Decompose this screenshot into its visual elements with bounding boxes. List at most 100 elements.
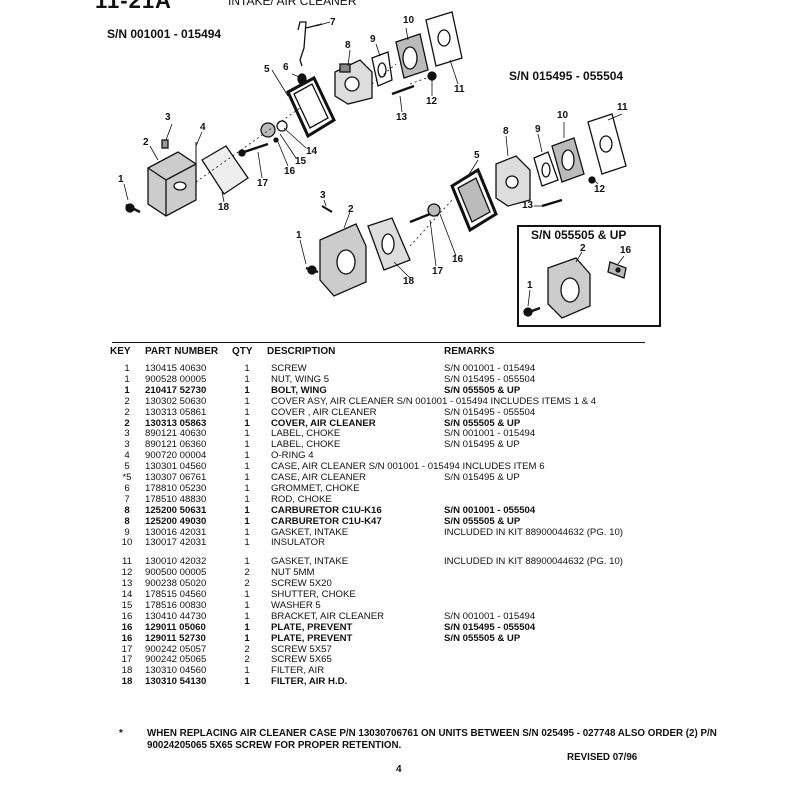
cell-description: CASE, AIR CLEANER — [271, 472, 366, 483]
cell-remarks: INCLUDED IN KIT 88900044632 (PG. 10) — [444, 526, 623, 538]
callout-label: 12 — [594, 184, 606, 195]
cell-part-number: 125200 50631 — [145, 504, 207, 516]
cell-description: CARBURETOR C1U-K16 — [271, 504, 382, 516]
cell-description: NUT 5MM — [271, 567, 315, 579]
callout-label: 2 — [580, 243, 586, 254]
cell-key: 9 — [124, 526, 130, 538]
cell-part-number: 130313 05861 — [145, 406, 207, 418]
cell-description: PLATE, PREVENT — [271, 621, 353, 633]
cell-description: GASKET, INTAKE — [271, 556, 349, 568]
cell-description: GASKET, INTAKE — [271, 526, 349, 538]
callout-label: 2 — [348, 204, 354, 215]
assembly-c-drawing — [523, 257, 627, 319]
callout-label: 13 — [522, 200, 534, 211]
cell-part-number: 130301 04560 — [145, 461, 207, 473]
cell-key: 7 — [124, 493, 130, 505]
cell-remarks: S/N 015495 & UP — [444, 439, 520, 451]
cell-qty: 1 — [244, 493, 250, 505]
cell-description: SCREW 5X20 — [271, 578, 332, 590]
cell-key: 2 — [124, 406, 130, 418]
exploded-parts-diagram — [123, 11, 627, 319]
cell-part-number: 130410 44730 — [145, 610, 207, 622]
cell-qty: 1 — [244, 406, 250, 418]
page-number: 4 — [396, 764, 402, 775]
callout-label: 9 — [370, 34, 376, 45]
callout-label: 1 — [527, 280, 533, 291]
cell-description: PLATE, PREVENT — [271, 632, 353, 644]
cell-qty: 2 — [244, 654, 250, 666]
cell-part-number: 130017 42031 — [145, 537, 207, 549]
cell-remarks: S/N 055505 & UP — [444, 632, 521, 644]
cell-qty: 1 — [244, 676, 250, 688]
cell-remarks: S/N 055505 & UP — [444, 515, 521, 527]
callout-label: 16 — [284, 166, 296, 177]
cell-remarks: S/N 015495 - 055504 — [444, 406, 536, 418]
cell-description: BOLT, WING — [271, 384, 327, 396]
cell-qty: 1 — [244, 589, 250, 600]
footnote-marker: * — [119, 728, 123, 739]
cell-key: 10 — [121, 537, 133, 549]
cell-remarks: S/N 001001 - 015494 — [444, 363, 536, 374]
cell-key: 16 — [121, 621, 133, 633]
cell-qty: 1 — [244, 556, 250, 568]
callout-label: 11 — [454, 84, 465, 95]
callout-label: 16 — [620, 245, 632, 256]
header-remarks: REMARKS — [444, 346, 495, 357]
cell-description: CARBURETOR C1U-K47 — [271, 515, 382, 527]
callout-label: 4 — [200, 122, 206, 133]
cell-description: COVER , AIR CLEANER — [271, 406, 377, 418]
cell-qty: 1 — [244, 395, 250, 407]
serial-range-top-left: S/N 001001 - 015494 — [107, 27, 222, 41]
cell-key: 14 — [121, 589, 133, 600]
callout-label: 3 — [165, 112, 171, 123]
cell-part-number: 890121 40630 — [145, 428, 207, 440]
cell-part-number: 178510 48830 — [145, 493, 207, 505]
callout-label: 10 — [557, 110, 569, 121]
cell-qty: 1 — [244, 384, 250, 396]
cell-qty: 1 — [244, 537, 250, 549]
cell-key: 6 — [124, 482, 130, 494]
cell-qty: 1 — [244, 610, 250, 622]
cell-part-number: 900500 00005 — [145, 567, 207, 579]
cell-qty: 1 — [244, 363, 250, 374]
callout-label: 7 — [330, 17, 336, 28]
cell-qty: 1 — [244, 461, 250, 473]
callout-label: 1 — [118, 174, 124, 185]
cell-key: 3 — [124, 439, 130, 451]
callout-label: 5 — [474, 150, 480, 161]
cell-remarks: S/N 001001 - 055504 — [444, 504, 536, 516]
table-top-rule — [112, 342, 645, 343]
cell-key: 1 — [124, 363, 130, 374]
cell-remarks: S/N 015495 - 055504 — [444, 373, 536, 385]
cell-key: 3 — [124, 428, 130, 440]
cell-qty: 1 — [244, 428, 250, 440]
cell-part-number: 129011 05060 — [145, 621, 206, 633]
callout-label: 1 — [296, 230, 302, 241]
cell-description: CASE, AIR CLEANER S/N 001001 - 015494 IN… — [271, 461, 545, 473]
cell-part-number: 900242 05065 — [145, 654, 207, 666]
cell-part-number: 130016 42031 — [145, 526, 207, 538]
cell-key: 17 — [121, 643, 133, 655]
table-row: 2 130313 05861 1 COVER , AIR CLEANER S/N 015… — [0, 407, 800, 418]
cell-description: SCREW 5X65 — [271, 654, 332, 666]
header-qty: QTY — [232, 346, 253, 357]
cell-part-number: 900242 05057 — [145, 643, 207, 655]
callout-label: 17 — [257, 178, 269, 189]
cell-description: FILTER, AIR H.D. — [271, 676, 348, 688]
